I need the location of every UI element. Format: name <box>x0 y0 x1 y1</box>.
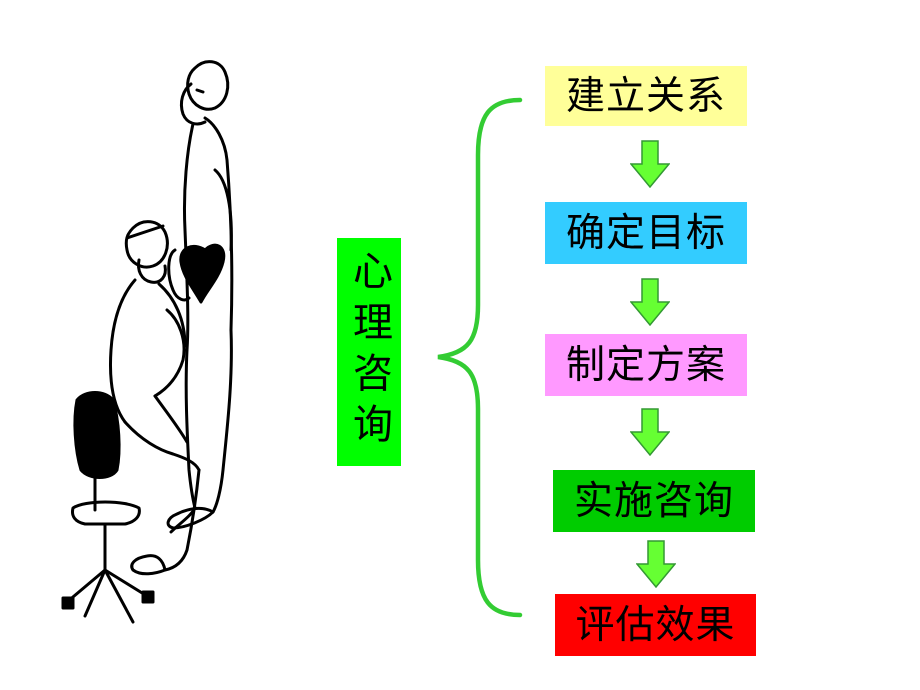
step-evaluate-effect: 评估效果 <box>555 594 756 656</box>
down-arrow-icon <box>630 278 670 326</box>
down-arrow-icon <box>636 540 676 588</box>
step-set-goals: 确定目标 <box>545 202 747 264</box>
step-implement-counseling: 实施咨询 <box>553 470 755 532</box>
curly-brace <box>437 97 523 618</box>
office-chair <box>61 391 155 624</box>
seated-client-figure <box>109 220 201 576</box>
step-build-relationship: 建立关系 <box>545 66 747 126</box>
down-arrow-icon <box>630 140 670 188</box>
step-make-plan: 制定方案 <box>545 334 747 396</box>
standing-counselor-figure <box>166 60 234 534</box>
title-box: 心理咨询 <box>337 238 401 466</box>
down-arrow-icon <box>630 408 670 456</box>
brace-stroke <box>437 97 523 618</box>
title-text: 心理咨询 <box>346 250 392 454</box>
counselor-client-illustration <box>61 60 234 624</box>
